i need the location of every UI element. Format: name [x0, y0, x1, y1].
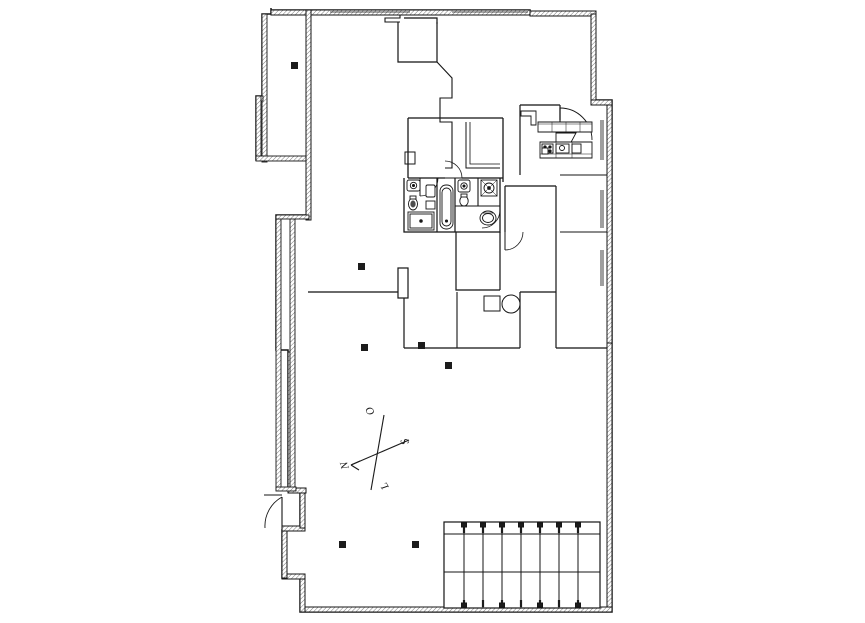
door-bedroom-upper [444, 160, 463, 179]
bathroom-fixtures [406, 179, 498, 231]
utility-fixtures [483, 294, 521, 314]
kitchen-counter [537, 121, 593, 133]
bathtub [439, 184, 454, 230]
door-bathroom-right [481, 209, 501, 229]
sink-bathroom-right [457, 179, 471, 193]
kitchen-tall-unit [520, 110, 537, 126]
room-marker [339, 541, 346, 548]
washer [483, 295, 501, 312]
room-marker [418, 342, 425, 349]
room-marker [291, 62, 298, 69]
kitchen-appliance [541, 147, 549, 155]
room-markers [291, 62, 452, 548]
sink-bathroom-left [406, 179, 421, 192]
room-marker [361, 344, 368, 351]
shower-tray [480, 179, 498, 197]
window-openings [330, 11, 604, 286]
shelf-bath [425, 184, 436, 210]
door-corridor [504, 231, 524, 251]
toilet-bathroom-left [408, 195, 418, 211]
pergola-stairs [443, 521, 601, 609]
basin-bathroom-left [407, 211, 435, 231]
bidet [479, 210, 497, 226]
kitchen-fixtures [520, 110, 593, 159]
toilet-bathroom-right [459, 193, 469, 207]
compass-rose [350, 414, 410, 491]
compass-label-right: S [398, 436, 411, 446]
interior-partitions [308, 15, 607, 349]
room-marker [412, 541, 419, 548]
door-garage [264, 494, 283, 530]
room-marker [358, 263, 365, 270]
round-table [501, 294, 521, 314]
room-marker [445, 362, 452, 369]
